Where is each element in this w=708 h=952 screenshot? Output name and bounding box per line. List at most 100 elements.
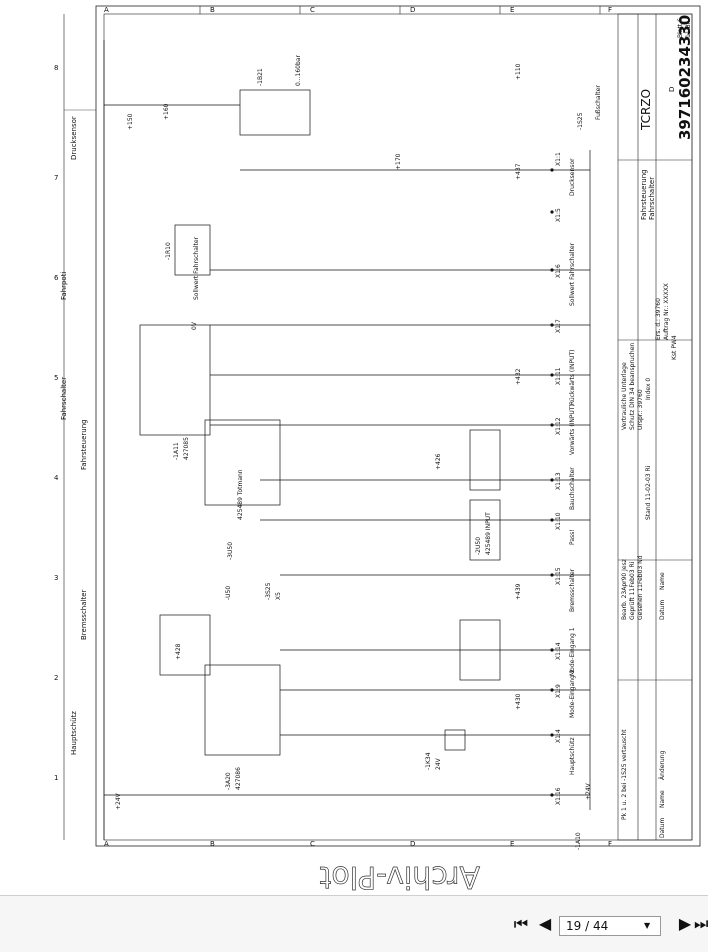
col-letter: F [608,6,612,14]
col-letter: E [510,6,514,14]
wire-label: 0V [191,321,198,330]
signal-label: Bremsschalter [569,568,576,612]
component-value: 427086 [235,767,242,790]
component-value: Sollwert Fahrschalter [193,236,200,300]
title-line1: Fahrsteuerung [640,169,648,220]
component-ref: -1A10 [575,832,582,850]
section-labels: Hauptschütz Bremsschalter Fahrsteuerung … [60,14,96,840]
row-number: 4 [54,474,59,482]
kst: Kst PW4 [671,335,678,360]
company-logo-text: TCRZO [639,89,653,131]
component-value: X5 [275,592,282,600]
row-number: 6 [54,274,59,282]
bus-lines [103,40,591,840]
terminal-label: X1:12 [555,417,562,435]
signal-label: Mode-Eingang 2 [569,669,576,718]
wire-label: +24V [115,792,122,810]
component-refs: -1B21 0...160bar -1R10 Sollwert Fahrscha… [165,55,602,850]
prev-page-button[interactable]: ◀ [534,914,556,934]
wire-label: +160 [163,103,170,120]
next-page-button[interactable]: ▶ [674,914,696,934]
component-value: 427085 [183,437,190,460]
terminal-label: X1:13 [555,472,562,490]
first-page-button[interactable]: ⏮ [510,914,532,934]
wire-labels: +150 +160 +170 +110 -U50 +24V 0V +426 +4… [115,63,522,810]
component-value: 24V [435,757,442,770]
signal-label: Pass! [569,529,576,545]
head-col: Name [659,572,666,590]
previous-page-icon: ◀ [538,914,552,933]
terminal-label: X1:9 [555,684,562,698]
page-selector[interactable]: 19 / 44 ▼ [559,916,661,936]
col-letter: F [608,840,612,848]
wire-label: +430 [515,693,522,710]
skip-to-last-icon: ⏭ [694,914,708,933]
component-ref: -3S25 [265,582,272,600]
col-letter: D [410,840,415,848]
wire-label: +150 [127,113,134,130]
last-page-button[interactable]: ⏭ [694,914,708,934]
terminal-label: X1:1 [555,152,562,166]
component-ref: -1K34 [425,752,432,770]
terminal-labels: X1:1 X1:5 X1:6 X1:7 X1:11 X1:12 X1:13 X1… [555,152,562,805]
component-value: 425489 INPUT [485,512,492,555]
component-value: 0...160bar [295,55,302,86]
stand: Stand 11-02-03 Ri [645,465,652,520]
signal-labels: Drucksensor Sollwert Fahrschalter Rückwä… [569,158,576,775]
inner-frame [103,13,693,841]
next-page-icon: ▶ [678,914,692,933]
sheet-count: 11 Bl. [685,21,692,38]
din-note: Schutz DIN 34 beanspruchen [629,343,636,430]
terminal-label: X1:7 [555,319,562,333]
terminal-label: X1:11 [555,367,562,385]
component-value: Fußschalter [595,85,602,120]
wire-label: +428 [175,643,182,660]
dropdown-caret-icon: ▼ [644,921,651,930]
column-letters-bottom: A B C D E F [104,840,612,848]
row-number: 1 [54,774,58,782]
component-boxes [139,89,501,756]
col-letter: A [104,6,109,14]
component-value: +24V [585,782,592,800]
row-number: 2 [54,674,58,682]
row-number: 8 [54,64,58,72]
norm: Gesehen 11Feb03 Nd [637,555,644,620]
revision-index: D [668,87,676,92]
wire-label: +437 [515,163,522,180]
head-col: Datum [659,600,666,620]
section-label: Drucksensor [70,116,78,160]
row-numbers: 1 2 3 4 5 6 7 8 [54,64,59,782]
bearb: Bearb. 23Apr90 Jesz [621,559,628,620]
section-label: Fahrsteuerung [80,419,88,470]
terminal-label: X1:14 [555,642,562,660]
col-letter: B [210,840,215,848]
head-col: Datum [659,818,666,838]
row-number: 3 [54,574,58,582]
component-value: 425489 Totmann [237,469,244,520]
wire-label: +439 [515,583,522,600]
revision-note: Pk 1 u. 2 bei -1S25 vertauscht [621,729,628,820]
col-letter: E [510,840,514,848]
title-line2: Fahrschalter [648,177,656,220]
signal-label: Mode-Eingang 1 [569,627,576,676]
terminal-label: X1:5 [555,208,562,222]
replaces: Ers. d.: 39760 [655,298,662,340]
row-number: 7 [54,174,58,182]
terminal-label: X1:10 [555,512,562,530]
wire-label: +170 [395,153,402,170]
page-number-text: 19 / 44 [566,919,609,933]
origin: Urspr.: 39760 [637,389,644,430]
terminal-dots [550,168,554,797]
terminal-label: X1:15 [555,567,562,585]
signal-label: Vorwärts (INPUT) [569,404,576,455]
component-ref: -3U50 [227,542,234,560]
wire-label: -U50 [225,586,232,600]
wire-label: +110 [515,63,522,80]
wire-label: +432 [515,368,522,385]
watermark: Archiv-Plot [319,859,480,894]
signal-label: Hauptschütz [569,737,576,775]
skip-to-first-icon: ⏮ [513,914,529,933]
col-letter: D [410,6,415,14]
terminal-label: X1:16 [555,787,562,805]
schematic-svg: A B C D E F A B C D E F 1 2 3 4 5 6 7 8 … [54,5,701,894]
